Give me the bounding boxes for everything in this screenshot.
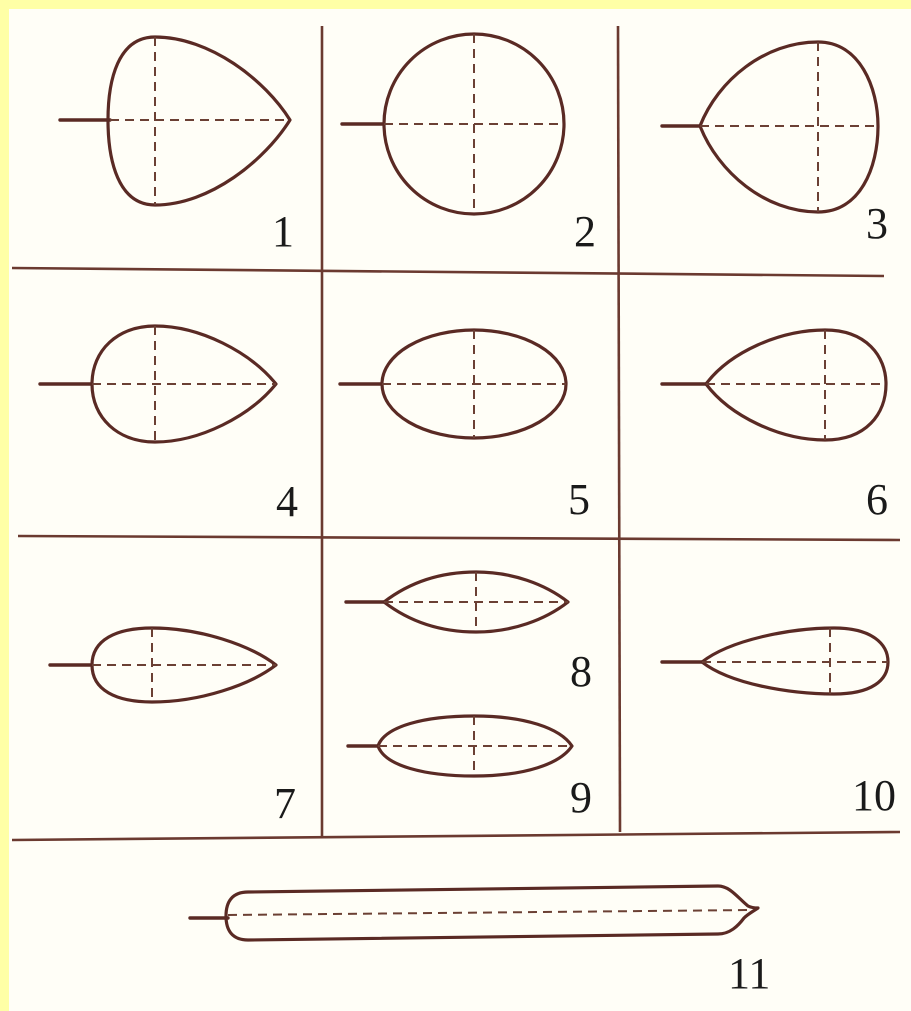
shape-number-labels: 1 2 3 4 5 6 7 8 9 10 11	[272, 199, 896, 998]
leaf-shape-10	[662, 628, 888, 694]
shape-number-4: 4	[276, 477, 298, 526]
horizontal-rule-3	[12, 832, 900, 840]
leaf-shape-4	[40, 326, 276, 442]
shape-number-2: 2	[574, 207, 596, 256]
vertical-rule-2	[618, 26, 620, 832]
leaf-shape-8	[346, 572, 568, 632]
horizontal-rule-2	[18, 536, 900, 540]
shape-number-6: 6	[866, 475, 888, 524]
shape-number-8: 8	[570, 647, 592, 696]
shape-number-7: 7	[274, 779, 296, 828]
shape-number-10: 10	[852, 771, 896, 820]
leaf-shape-3	[662, 42, 878, 212]
leaf-shape-9	[348, 716, 572, 776]
shape-number-9: 9	[570, 773, 592, 822]
shape-number-3: 3	[866, 199, 888, 248]
leaf-shape-5	[340, 330, 566, 438]
leaf-shape-7	[50, 628, 276, 702]
leaf-shape-6	[662, 330, 886, 440]
shape-number-1: 1	[272, 207, 294, 256]
shape-number-5: 5	[568, 475, 590, 524]
leaf-shape-1	[60, 37, 290, 205]
horizontal-rule-1	[12, 268, 884, 276]
leaf-shape-2	[342, 34, 564, 214]
leaf-shape-11	[190, 886, 758, 940]
shape-number-11: 11	[728, 949, 770, 998]
